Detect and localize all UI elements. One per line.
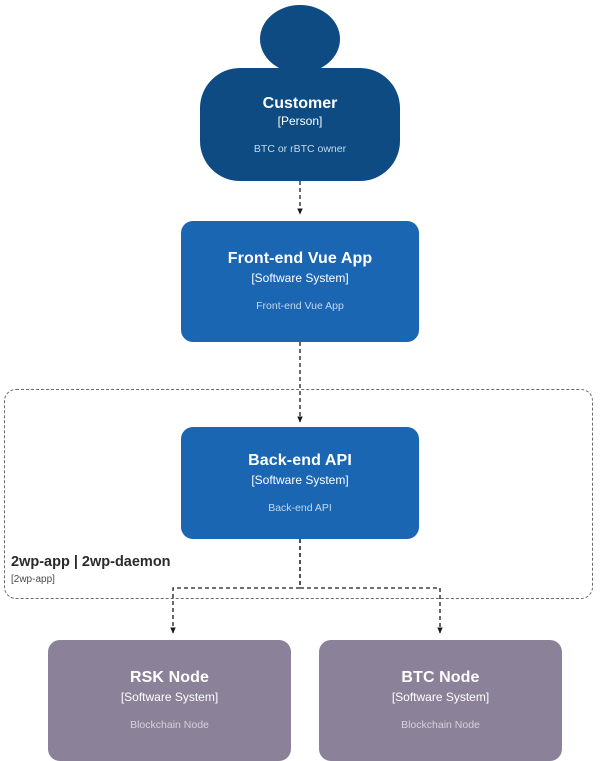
frontend-title: Front-end Vue App (227, 250, 373, 268)
backend-type: [Software System] (251, 472, 349, 487)
node-btc-node[interactable]: BTC Node [Software System] Blockchain No… (319, 640, 562, 761)
btc-node-title: BTC Node (401, 669, 480, 687)
backend-description: Back-end API (268, 501, 332, 514)
boundary-label-2wp-app: 2wp-app | 2wp-daemon [2wp-app] (11, 554, 171, 586)
boundary-2wp-app (4, 389, 593, 599)
btc-node-type: [Software System] (391, 690, 490, 705)
rsk-node-description: Blockchain Node (130, 719, 209, 732)
frontend-description: Front-end Vue App (256, 300, 344, 313)
customer-description: BTC or rBTC owner (253, 142, 347, 155)
customer-title: Customer (262, 94, 338, 112)
rsk-node-type: [Software System] (120, 690, 219, 705)
boundary-name: 2wp-app | 2wp-daemon (11, 554, 171, 570)
boundary-type: [2wp-app] (11, 574, 55, 586)
customer-type: [Person] (277, 113, 323, 128)
node-frontend-vue-app[interactable]: Front-end Vue App [Software System] Fron… (181, 221, 419, 342)
customer-body[interactable]: Customer [Person] BTC or rBTC owner (200, 68, 400, 181)
btc-node-description: Blockchain Node (401, 719, 480, 732)
frontend-type: [Software System] (251, 271, 349, 286)
person-head-icon (260, 5, 340, 73)
node-backend-api[interactable]: Back-end API [Software System] Back-end … (181, 427, 419, 539)
rsk-node-title: RSK Node (129, 669, 210, 687)
backend-title: Back-end API (248, 451, 352, 469)
node-rsk-node[interactable]: RSK Node [Software System] Blockchain No… (48, 640, 291, 761)
